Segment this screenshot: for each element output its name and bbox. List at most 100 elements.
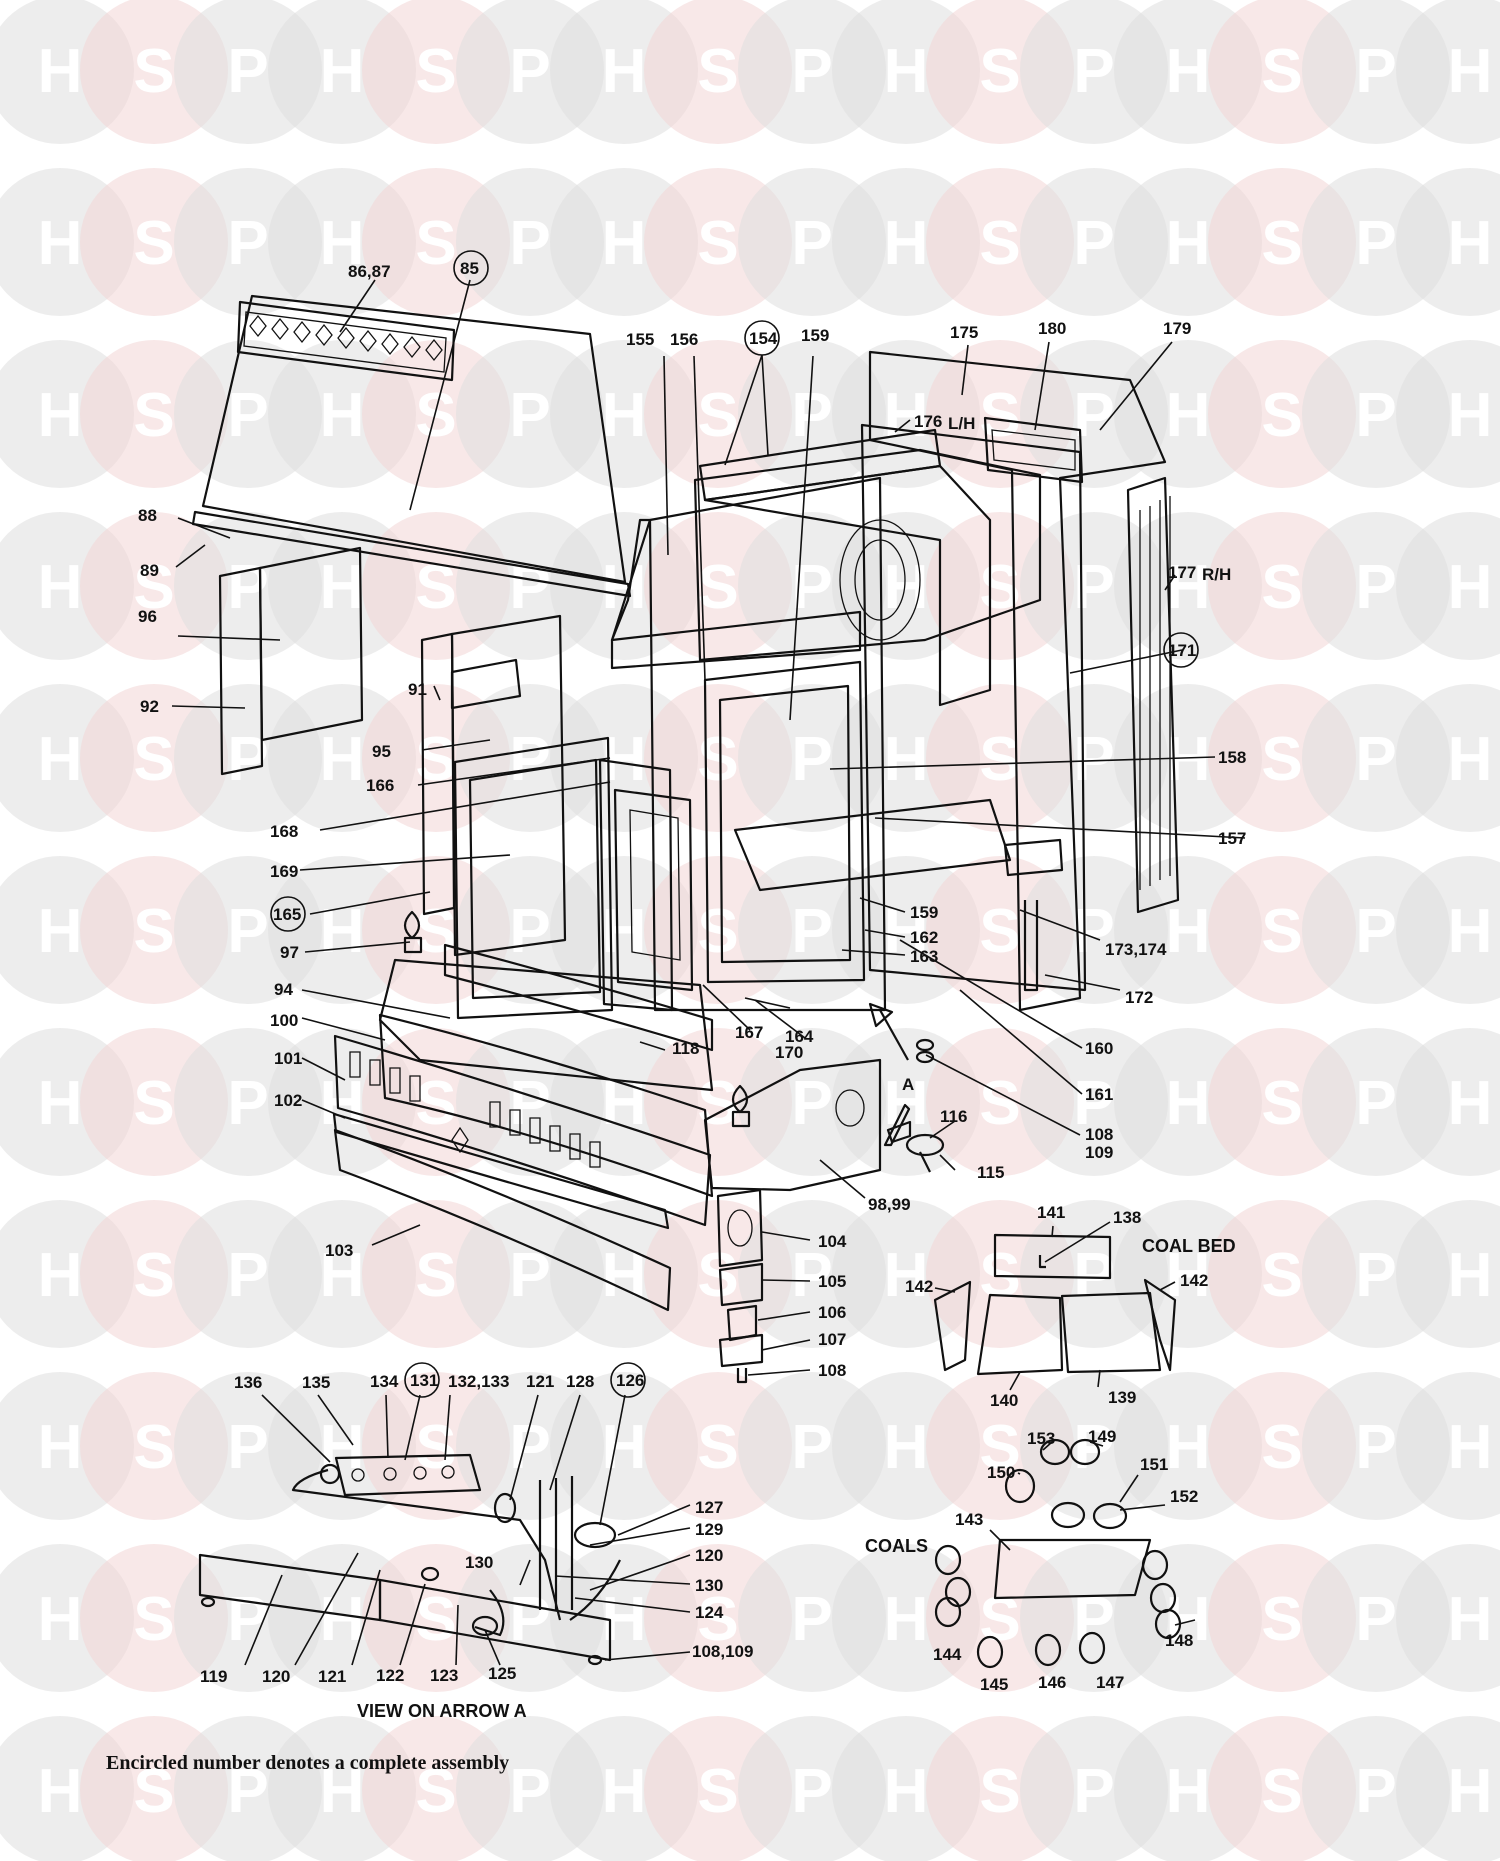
leader-lines — [171, 279, 1246, 1666]
watermark-letter: S — [415, 1069, 456, 1138]
label-175: 175 — [950, 323, 978, 342]
label-106: 106 — [818, 1303, 846, 1322]
watermark-letter: P — [1073, 1069, 1114, 1138]
label-159-lower: 159 — [910, 903, 938, 922]
label-120-bottom: 120 — [262, 1667, 290, 1686]
label-118: 118 — [672, 1039, 699, 1058]
watermark-circle — [1396, 0, 1500, 144]
label-119: 119 — [200, 1667, 227, 1686]
watermark-letter: H — [38, 725, 83, 794]
watermark-letter: P — [791, 1757, 832, 1826]
watermark-letter: S — [133, 1069, 174, 1138]
watermark-letter: H — [38, 37, 83, 106]
watermark-letter: H — [884, 381, 929, 450]
watermark-letter: P — [509, 897, 550, 966]
watermark-letter: P — [509, 725, 550, 794]
watermark-letter: P — [791, 381, 832, 450]
watermark-letter: S — [415, 209, 456, 278]
watermark-letter: S — [1261, 1069, 1302, 1138]
watermark-letter: P — [791, 725, 832, 794]
heat-exchanger-drawing — [860, 350, 1180, 1012]
label-144: 144 — [933, 1645, 962, 1664]
label-92: 92 — [140, 697, 159, 716]
label-96: 96 — [138, 607, 157, 626]
label-a-arrow: A — [902, 1075, 914, 1094]
watermark-letter: S — [1261, 1585, 1302, 1654]
watermark-letter: H — [602, 209, 647, 278]
watermark-letter: S — [697, 553, 738, 622]
watermark-letter: P — [1073, 209, 1114, 278]
label-157: 157 — [1218, 829, 1246, 848]
label-156: 156 — [670, 330, 698, 349]
watermark-letter: H — [884, 1413, 929, 1482]
label-162: 162 — [910, 928, 938, 947]
label-126: 126 — [616, 1371, 644, 1390]
watermark-letter: P — [227, 37, 268, 106]
watermark-letter: P — [227, 1585, 268, 1654]
watermark-letter: P — [1355, 1413, 1396, 1482]
footnote: Encircled number denotes a complete asse… — [106, 1752, 510, 1774]
watermark-letter: P — [1355, 897, 1396, 966]
label-147: 147 — [1096, 1673, 1124, 1692]
watermark-letter: H — [38, 1241, 83, 1310]
label-168: 168 — [270, 822, 298, 841]
label-95: 95 — [372, 742, 391, 761]
watermark-letter: H — [884, 37, 929, 106]
watermark-letter: H — [1448, 553, 1493, 622]
part-labels: 86,87 85 88 89 96 92 91 95 166 168 169 1… — [138, 259, 1246, 1721]
label-127: 127 — [695, 1498, 723, 1517]
label-108-109-bottom: 108,109 — [692, 1642, 753, 1661]
watermark-letter: H — [320, 1241, 365, 1310]
watermark-letter: P — [791, 209, 832, 278]
watermark-letter: H — [1448, 725, 1493, 794]
watermark-letter: H — [884, 1585, 929, 1654]
label-165: 165 — [273, 905, 301, 924]
watermark-letter: P — [509, 381, 550, 450]
watermark-letter: S — [133, 209, 174, 278]
watermark-letter: H — [1166, 1585, 1211, 1654]
watermark-letter: P — [791, 1413, 832, 1482]
label-102: 102 — [274, 1091, 302, 1110]
watermark-letter: P — [227, 1241, 268, 1310]
watermark-circle — [1396, 1200, 1500, 1348]
watermark-letter: S — [697, 1585, 738, 1654]
label-107: 107 — [818, 1330, 846, 1349]
label-115: 115 — [977, 1163, 1004, 1182]
watermark-circle — [1396, 1716, 1500, 1861]
watermark-letter: P — [1355, 1241, 1396, 1310]
label-153: 153 — [1027, 1429, 1055, 1448]
watermark-letter: H — [38, 209, 83, 278]
label-91: 91 — [408, 680, 427, 699]
label-146: 146 — [1038, 1673, 1066, 1692]
side-frames-drawing — [218, 546, 567, 957]
watermark-letter: H — [884, 1241, 929, 1310]
watermark-letter: H — [1166, 381, 1211, 450]
watermark-letter: S — [697, 1757, 738, 1826]
watermark-letter: P — [1355, 381, 1396, 450]
watermark-letter: H — [884, 1757, 929, 1826]
watermark-letter: H — [1448, 1241, 1493, 1310]
watermark-circle — [1396, 684, 1500, 832]
watermark-letter: P — [1355, 1757, 1396, 1826]
watermark-letter: S — [415, 1413, 456, 1482]
watermark-letter: H — [1166, 1069, 1211, 1138]
watermark-circle — [1396, 1372, 1500, 1520]
watermark-letter: S — [415, 381, 456, 450]
label-176: 176 — [914, 412, 942, 431]
watermark-letter: H — [320, 1757, 365, 1826]
label-152: 152 — [1170, 1487, 1198, 1506]
watermark-letter: S — [697, 37, 738, 106]
watermark-letter: S — [133, 1241, 174, 1310]
label-124: 124 — [695, 1603, 724, 1622]
label-105: 105 — [818, 1272, 846, 1291]
watermark-letter: S — [979, 1757, 1020, 1826]
label-145: 145 — [980, 1675, 1008, 1694]
label-98-99: 98,99 — [868, 1195, 911, 1214]
watermark-letter: S — [1261, 1413, 1302, 1482]
label-view-on-arrow-a: VIEW ON ARROW A — [357, 1701, 527, 1721]
watermark-letter: S — [133, 37, 174, 106]
watermark-letter: P — [1073, 1757, 1114, 1826]
watermark-letter: H — [1166, 209, 1211, 278]
watermark-letter: H — [1448, 37, 1493, 106]
